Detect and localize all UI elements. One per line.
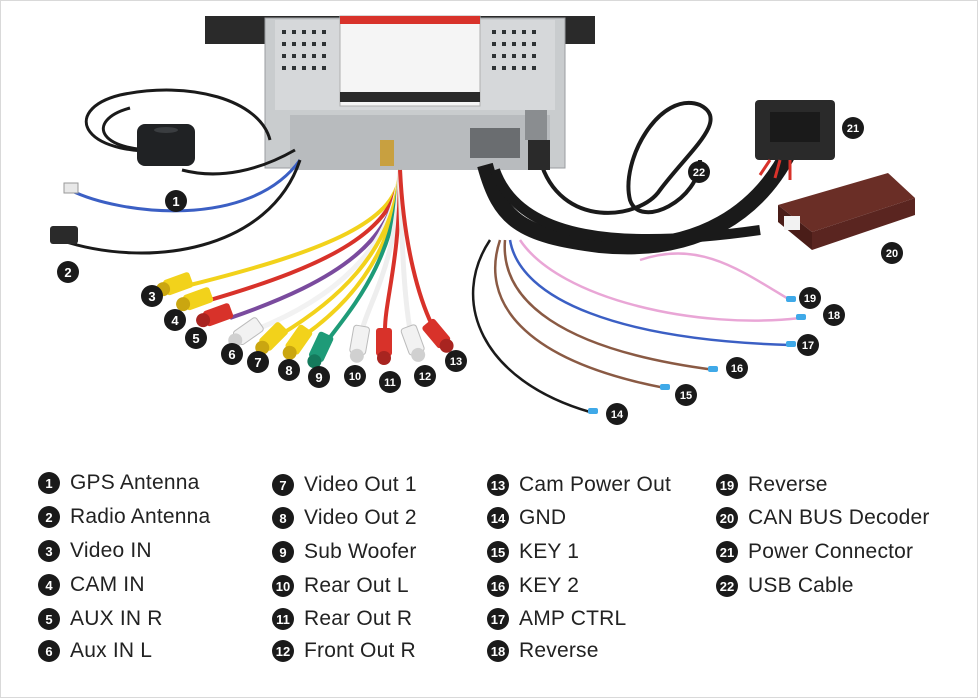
callout-11: 11 xyxy=(379,371,401,393)
control-wires xyxy=(471,239,801,414)
head-unit xyxy=(205,15,595,170)
callout-17: 17 xyxy=(797,334,819,356)
callout-18: 18 xyxy=(823,304,845,326)
wire-tips xyxy=(588,296,806,414)
callout-14: 14 xyxy=(606,403,628,425)
main-harness xyxy=(477,146,798,255)
svg-text:9: 9 xyxy=(315,370,322,385)
gps-antenna-icon xyxy=(84,88,296,176)
callout-3: 3 xyxy=(141,285,163,307)
svg-text:16: 16 xyxy=(731,363,743,375)
callout-4: 4 xyxy=(164,309,186,331)
svg-text:8: 8 xyxy=(285,363,292,378)
callout-20: 20 xyxy=(881,242,903,264)
radio-antenna-plug-icon xyxy=(50,159,302,255)
svg-text:5: 5 xyxy=(192,331,199,346)
callout-1: 1 xyxy=(165,190,187,212)
svg-text:13: 13 xyxy=(450,356,462,368)
callout-16: 16 xyxy=(726,357,748,379)
svg-text:6: 6 xyxy=(228,347,235,362)
usb-cable-icon xyxy=(528,101,713,215)
svg-text:14: 14 xyxy=(611,409,624,421)
callout-8: 8 xyxy=(278,359,300,381)
svg-text:19: 19 xyxy=(804,293,816,305)
callout-12: 12 xyxy=(414,365,436,387)
power-connector-icon xyxy=(755,100,835,180)
callout-15: 15 xyxy=(675,384,697,406)
svg-text:2: 2 xyxy=(64,265,71,280)
callout-19: 19 xyxy=(799,287,821,309)
svg-text:10: 10 xyxy=(349,371,361,383)
callout-13: 13 xyxy=(445,350,467,372)
wiring-diagram: 1 2 3 4 5 6 7 8 9 10 11 12 13 14 15 16 1… xyxy=(50,15,915,425)
svg-text:20: 20 xyxy=(886,248,898,260)
svg-text:12: 12 xyxy=(419,371,431,383)
svg-text:11: 11 xyxy=(384,377,396,389)
canbus-decoder-icon xyxy=(778,173,915,250)
svg-text:22: 22 xyxy=(693,167,705,179)
svg-text:18: 18 xyxy=(828,310,840,322)
callout-10: 10 xyxy=(344,365,366,387)
svg-text:4: 4 xyxy=(171,313,179,328)
svg-text:17: 17 xyxy=(802,340,814,352)
callout-5: 5 xyxy=(185,327,207,349)
rca-harness xyxy=(189,169,434,342)
callout-2: 2 xyxy=(57,261,79,283)
callout-9: 9 xyxy=(308,366,330,388)
callout-7: 7 xyxy=(247,351,269,373)
svg-text:15: 15 xyxy=(680,390,692,402)
svg-text:21: 21 xyxy=(847,123,859,135)
callout-22: 22 xyxy=(688,161,710,183)
callout-6: 6 xyxy=(221,343,243,365)
callouts: 1 2 3 4 5 6 7 8 9 10 11 12 13 14 15 16 1… xyxy=(57,117,903,425)
svg-text:1: 1 xyxy=(172,194,179,209)
svg-text:3: 3 xyxy=(148,289,155,304)
callout-21: 21 xyxy=(842,117,864,139)
svg-text:7: 7 xyxy=(254,355,261,370)
